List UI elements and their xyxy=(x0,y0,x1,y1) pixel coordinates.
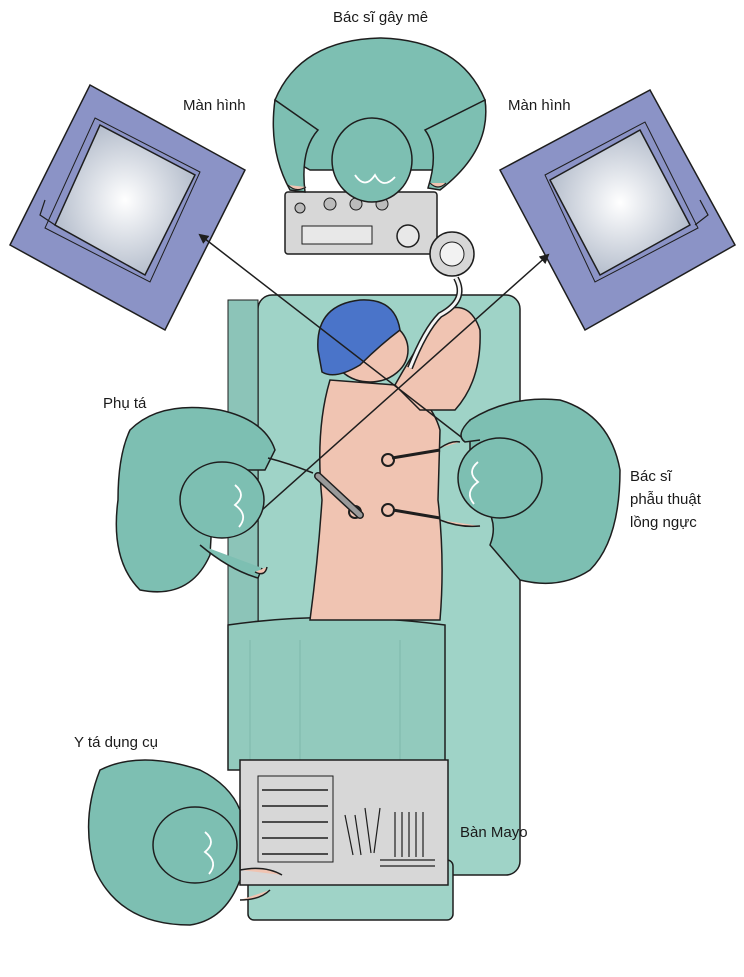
scrub-nurse-figure xyxy=(87,759,283,926)
surgeon-label-line1: Bác sĩ xyxy=(630,468,672,485)
anesthesiologist-label: Bác sĩ gây mê xyxy=(333,9,429,26)
surgeon-view-arrow xyxy=(198,233,466,441)
surgeon-label-line3: lồng ngực xyxy=(630,514,697,531)
assistant-view-arrow xyxy=(261,253,550,511)
monitor-right xyxy=(498,88,737,332)
sight-lines xyxy=(198,233,550,511)
assistant-figure xyxy=(115,406,314,593)
anesthesiologist-figure xyxy=(272,37,487,203)
patient xyxy=(309,299,481,621)
scrub-nurse-label: Y tá dụng cụ xyxy=(74,734,158,751)
monitor-left-label: Màn hình xyxy=(183,97,246,114)
mayo-table-label: Bàn Mayo xyxy=(460,824,528,841)
monitor-right-label: Màn hình xyxy=(508,97,571,114)
assistant-label: Phụ tá xyxy=(103,395,147,412)
surgeon-label-line2: phẫu thuật xyxy=(630,491,701,508)
monitor-left xyxy=(9,83,246,332)
surgeon-figure xyxy=(439,398,621,585)
mayo-table xyxy=(239,759,449,886)
lower-drape xyxy=(227,616,446,771)
instruments-in-use xyxy=(314,448,441,520)
